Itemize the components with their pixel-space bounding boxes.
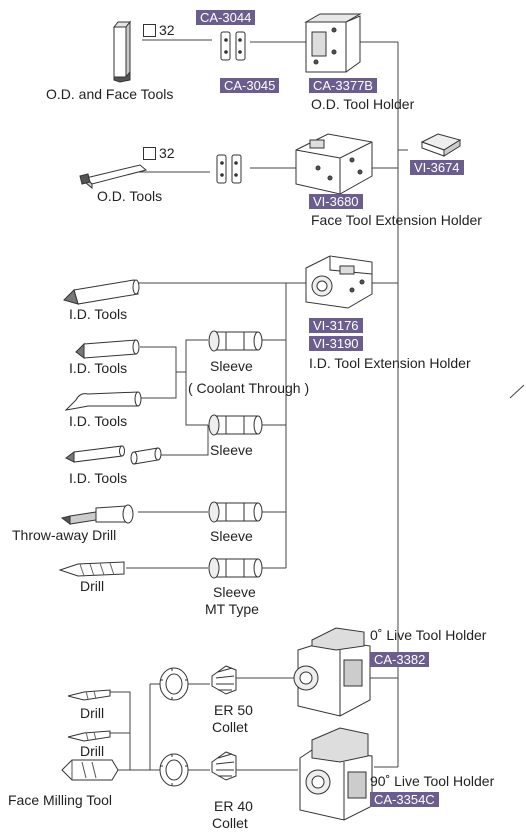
- er40-collet-icon: [212, 752, 236, 780]
- small-sleeve-icon: [131, 448, 161, 464]
- od-tool-icon: [80, 165, 146, 188]
- code-ca3382: CA-3382: [370, 652, 429, 667]
- label-live-0: 0˚ Live Tool Holder: [370, 627, 486, 643]
- id-tool-extension-holder-icon: [306, 256, 372, 308]
- face-tool-extension-holder-icon: [296, 134, 372, 194]
- small-drills-bracket: [110, 692, 150, 770]
- sleeve-3-icon: [209, 502, 262, 522]
- label-throw-away-drill: Throw-away Drill: [12, 527, 116, 543]
- sleeve-1-icon: [209, 331, 262, 351]
- shim-pair-icon-2: [217, 155, 241, 183]
- code-vi3190: VI-3190: [309, 336, 363, 351]
- code-ca3044: CA-3044: [196, 10, 255, 25]
- nut-bracket: [150, 684, 160, 770]
- label-od-tool-holder: O.D. Tool Holder: [311, 96, 414, 112]
- code-vi3176: VI-3176: [309, 318, 363, 333]
- code-vi3674: VI-3674: [410, 160, 464, 175]
- label-sleeve-1: Sleeve: [210, 358, 253, 374]
- label-id-tool-ext-holder: I.D. Tool Extension Holder: [309, 355, 471, 371]
- label-id-tools-4: I.D. Tools: [69, 470, 127, 486]
- drill-3-icon: [68, 731, 110, 741]
- code-ca3354c: CA-3354C: [370, 792, 439, 807]
- label-od-tools: O.D. Tools: [97, 188, 162, 204]
- shank-size-label-2: 32: [159, 145, 175, 161]
- label-sleeve-3: Sleeve: [210, 528, 253, 544]
- live-tool-holder-90-icon: [300, 728, 372, 820]
- label-sleeve-mt-2: MT Type: [205, 601, 259, 617]
- label-face-milling-tool: Face Milling Tool: [8, 792, 112, 808]
- collet-nut-40-icon: [160, 754, 188, 786]
- label-er40-2: Collet: [212, 815, 248, 831]
- label-er50-1: ER 50: [214, 702, 253, 718]
- shim-pair-icon: [221, 32, 245, 60]
- label-id-tools-1: I.D. Tools: [69, 306, 127, 322]
- label-drill-1: Drill: [80, 578, 104, 594]
- label-er40-1: ER 40: [214, 798, 253, 814]
- face-milling-tool-icon: [62, 760, 118, 780]
- collet-nut-50-icon: [160, 668, 188, 700]
- drill-2-icon: [68, 690, 110, 700]
- label-id-tools-2: I.D. Tools: [69, 360, 127, 376]
- id-tool-2-icon: [76, 340, 139, 358]
- label-er50-2: Collet: [212, 719, 248, 735]
- label-sleeve-mt-1: Sleeve: [213, 584, 256, 600]
- id-tool-1-icon: [64, 280, 139, 304]
- shank-size-label: 32: [159, 22, 175, 38]
- square-shank-icon: [143, 24, 156, 37]
- vi3674-block-icon: [422, 134, 460, 156]
- od-tool-holder-icon: [306, 14, 360, 72]
- drill-1-icon: [60, 562, 124, 576]
- label-live-90: 90˚ Live Tool Holder: [370, 773, 494, 789]
- label-id-tools-3: I.D. Tools: [69, 413, 127, 429]
- sleeve-mt-icon: [209, 558, 262, 578]
- label-coolant-through: ( Coolant Through ): [188, 380, 309, 396]
- label-drill-3: Drill: [80, 743, 104, 759]
- label-od-face-tools: O.D. and Face Tools: [46, 86, 173, 102]
- diagonal-mark: [510, 385, 524, 398]
- id-tools-sub-bracket: [140, 347, 176, 398]
- code-ca3045: CA-3045: [220, 78, 279, 93]
- id-tool-3-icon: [66, 392, 141, 410]
- throw-away-drill-icon: [62, 505, 133, 524]
- label-sleeve-2: Sleeve: [210, 442, 253, 458]
- label-face-tool-ext-holder: Face Tool Extension Holder: [311, 212, 482, 228]
- code-ca3377b: CA-3377B: [309, 78, 377, 93]
- sleeve-2-icon: [209, 415, 262, 435]
- code-vi3680: VI-3680: [309, 194, 363, 209]
- square-shank-icon-2: [143, 147, 156, 160]
- id-tool-4-icon: [66, 446, 125, 462]
- od-face-tool-icon: [114, 22, 130, 82]
- er50-collet-icon: [212, 666, 236, 694]
- label-drill-2: Drill: [80, 705, 104, 721]
- live-tool-holder-0-icon: [294, 628, 370, 716]
